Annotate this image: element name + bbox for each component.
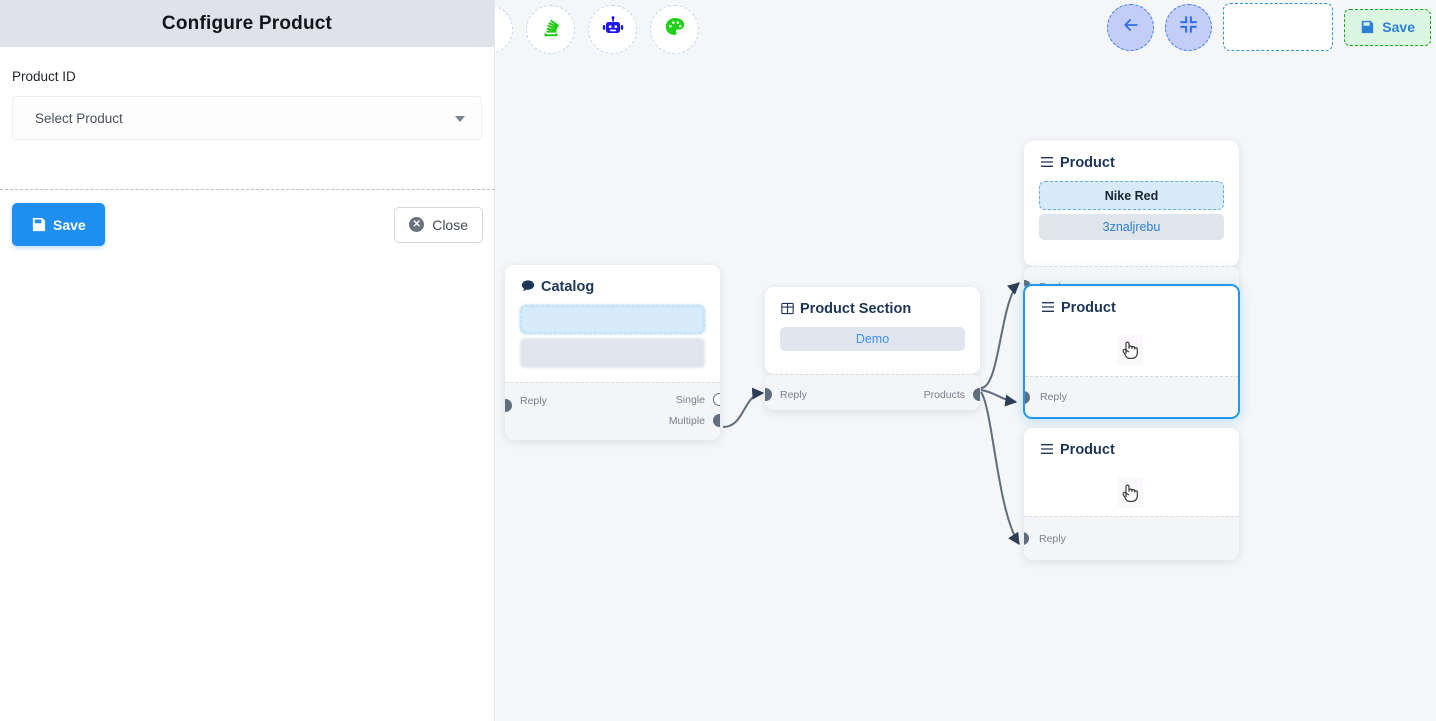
- node-product-3-body: [1024, 468, 1239, 516]
- catalog-port-single[interactable]: Single: [675, 393, 720, 406]
- catalog-multiple-label: Multiple: [668, 414, 705, 427]
- product-section-reply-label: Reply: [780, 388, 807, 401]
- chevron-down-icon[interactable]: [455, 116, 465, 122]
- stack-overflow-icon: [540, 16, 562, 43]
- compress-button[interactable]: [1165, 3, 1213, 51]
- panel-actions: Save ✕ Close: [0, 189, 495, 246]
- floppy-disk-icon: [31, 217, 46, 232]
- product-select-value: Select Product: [35, 110, 123, 126]
- catalog-chip-primary[interactable]: [520, 305, 705, 334]
- canvas-save-label: Save: [1382, 19, 1415, 35]
- floppy-disk-icon: [1360, 20, 1375, 35]
- palette-icon: [663, 15, 687, 44]
- product-3-reply-dot[interactable]: [1024, 532, 1029, 545]
- edge-catalog-to-section: [722, 387, 765, 428]
- compress-icon: [1179, 15, 1198, 39]
- node-catalog-header: Catalog: [505, 265, 720, 305]
- edge-section-to-product-3: [980, 391, 1020, 546]
- back-arrow-icon: [1121, 15, 1141, 40]
- catalog-single-dot[interactable]: [713, 393, 720, 406]
- node-catalog-title: Catalog: [541, 279, 595, 295]
- node-product-2-body: [1025, 326, 1238, 376]
- stack-overflow-icon-button[interactable]: [526, 5, 575, 54]
- palette-icon-button[interactable]: [650, 5, 699, 54]
- bot-icon: [601, 15, 625, 44]
- product-3-port-reply[interactable]: Reply: [1024, 532, 1066, 545]
- toolbar-ghost-placeholder[interactable]: [1223, 3, 1334, 51]
- node-product-3-header: Product: [1024, 428, 1239, 468]
- node-product-section-title: Product Section: [800, 301, 912, 317]
- product-id-label: Product ID: [12, 69, 76, 84]
- left-toolbar: [495, 5, 699, 54]
- save-button-label: Save: [53, 216, 86, 233]
- edge-section-to-product-1: [980, 282, 1020, 389]
- edge-section-to-product-2: [980, 389, 1018, 407]
- node-product-2-title: Product: [1061, 300, 1116, 316]
- flow-canvas[interactable]: Save Catalog Reply: [495, 0, 1436, 721]
- product-2-reply-label: Reply: [1040, 391, 1067, 403]
- catalog-multiple-dot[interactable]: [713, 414, 720, 427]
- close-circle-icon: ✕: [409, 217, 425, 232]
- product-3-reply-label: Reply: [1039, 532, 1066, 545]
- node-catalog-body: [505, 305, 720, 382]
- product-2-reply-dot[interactable]: [1025, 390, 1030, 404]
- product-section-products-label: Products: [923, 388, 965, 401]
- product-select[interactable]: Select Product: [12, 96, 482, 140]
- catalog-reply-dot[interactable]: [505, 398, 512, 412]
- close-button[interactable]: ✕ Close: [394, 206, 483, 243]
- catalog-chip-secondary[interactable]: [520, 338, 705, 368]
- page-title: Configure Product: [161, 12, 333, 34]
- node-product-section-ports: Reply Products: [765, 374, 980, 410]
- product-section-demo-chip[interactable]: Demo: [780, 327, 965, 351]
- node-product-3-ports: Reply: [1024, 516, 1239, 560]
- node-product-1-header: Product: [1024, 141, 1239, 181]
- product-section-products-dot[interactable]: [973, 388, 980, 401]
- configure-product-panel: Configure Product Product ID Select Prod…: [0, 0, 495, 721]
- chat-bubble-icon: [521, 279, 535, 295]
- node-product-3[interactable]: Product Reply: [1024, 428, 1239, 560]
- product-1-chip-code[interactable]: 3znaljrebu: [1039, 214, 1224, 240]
- save-button[interactable]: Save: [12, 203, 105, 246]
- list-lines-icon: [1040, 443, 1054, 457]
- panel-divider: [0, 189, 495, 190]
- panel-header: Configure Product: [0, 0, 494, 47]
- table-grid-icon: [781, 302, 794, 317]
- close-button-label: Close: [432, 216, 468, 233]
- back-button[interactable]: [1107, 3, 1155, 51]
- node-product-3-title: Product: [1060, 442, 1115, 458]
- node-product-2-ports: Reply: [1025, 376, 1238, 417]
- node-catalog[interactable]: Catalog Reply Single Multiple: [505, 265, 720, 440]
- panel-body: Product ID Select Product: [0, 47, 494, 140]
- node-product-section-header: Product Section: [765, 287, 980, 327]
- catalog-port-multiple[interactable]: Multiple: [668, 414, 720, 427]
- bot-icon-button[interactable]: [588, 5, 637, 54]
- node-product-1-body: Nike Red 3znaljrebu: [1024, 181, 1239, 254]
- catalog-single-label: Single: [675, 393, 705, 406]
- canvas-save-button[interactable]: Save: [1344, 8, 1431, 46]
- node-product-2[interactable]: Product Reply: [1023, 284, 1240, 419]
- node-catalog-ports: Reply Single Multiple: [505, 382, 720, 440]
- catalog-port-reply[interactable]: Reply: [505, 395, 547, 412]
- node-product-1-title: Product: [1060, 155, 1115, 171]
- node-product-1[interactable]: Product Nike Red 3znaljrebu: [1024, 141, 1239, 266]
- right-toolbar: Save: [1107, 3, 1431, 51]
- node-product-section-body: Demo: [765, 327, 980, 365]
- product-section-port-reply[interactable]: Reply: [765, 388, 807, 401]
- product-section-reply-dot[interactable]: [765, 388, 772, 401]
- catalog-reply-label: Reply: [520, 395, 547, 407]
- product-2-port-reply[interactable]: Reply: [1025, 390, 1067, 404]
- toolbar-partial-circle[interactable]: [495, 5, 513, 54]
- list-lines-icon: [1041, 301, 1055, 315]
- list-lines-icon: [1040, 156, 1054, 170]
- catalog-output-ports: Single Multiple: [668, 393, 720, 427]
- product-section-port-products[interactable]: Products: [923, 388, 980, 401]
- node-product-2-header: Product: [1025, 286, 1238, 326]
- product-1-chip-name[interactable]: Nike Red: [1039, 181, 1224, 210]
- node-product-section[interactable]: Product Section Demo: [765, 287, 980, 374]
